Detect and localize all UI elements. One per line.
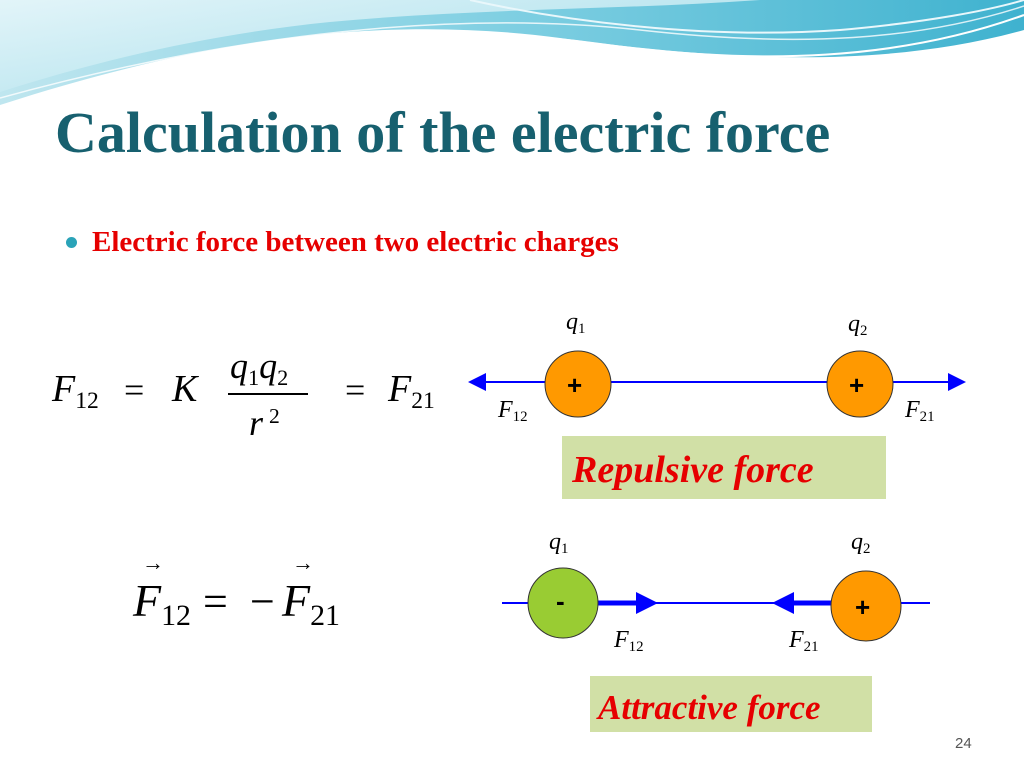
label-f12: F12 [614, 627, 644, 656]
label-q1-subscript: 1 [578, 321, 586, 338]
label-f21-symbol: F [905, 397, 920, 423]
vector-arrow-icon: → [292, 550, 314, 575]
eq-num-q1-subscript: 1 [248, 364, 260, 390]
repulsive-force-label: Repulsive force [562, 436, 886, 499]
vec-equals: = [203, 577, 228, 626]
label-q1-subscript: 1 [561, 541, 569, 558]
triangle-arrowhead-icon [468, 373, 486, 391]
eq-lhs-subscript: 12 [75, 388, 99, 415]
eq-constant: K [172, 368, 198, 410]
label-q2-symbol: q [848, 311, 860, 337]
eq-rhs: F21 [388, 368, 435, 413]
eq-equals: = [124, 370, 145, 410]
label-f12-subscript: 12 [628, 639, 644, 656]
label-q1-symbol: q [566, 309, 578, 335]
charge-sign-negative: - [556, 586, 565, 616]
eq-num-q2: q [259, 346, 278, 386]
eq-den-r: r [249, 403, 264, 443]
circle-charge-icon [826, 350, 894, 418]
eq-equals-2: = [345, 370, 366, 410]
label-q2-subscript: 2 [863, 541, 871, 558]
charge-sign-positive: + [567, 370, 583, 400]
label-q2-subscript: 2 [860, 323, 868, 340]
vec-rhs-symbol: F [282, 575, 311, 626]
label-q2: q2 [851, 529, 871, 558]
page-number: 24 [955, 735, 972, 752]
fraction-bar [228, 393, 308, 395]
label-f12-subscript: 12 [512, 409, 528, 426]
label-q2-symbol: q [851, 529, 863, 555]
attractive-force-label: Attractive force [590, 676, 872, 732]
vector-arrow-icon: → [142, 550, 164, 575]
label-f21: F21 [905, 397, 935, 426]
eq-rhs-subscript: 21 [411, 388, 435, 415]
label-q2: q2 [848, 311, 868, 340]
header-wave-decoration [0, 0, 1024, 113]
vec-lhs-symbol: F [133, 575, 162, 626]
circle-charge-icon [544, 350, 612, 418]
eq-lhs: F12 [52, 368, 99, 413]
label-f21-subscript: 21 [803, 639, 819, 656]
charge-sign-positive: + [855, 592, 871, 622]
slide-title: Calculation of the electric force [55, 100, 831, 165]
charge-sign-positive: + [849, 370, 865, 400]
eq-num-q1: q [230, 346, 248, 386]
eq-den-exponent: 2 [269, 404, 280, 429]
label-f12: F12 [498, 397, 528, 426]
eq-numerator: q1q2 [230, 346, 288, 388]
vec-lhs: F12 [133, 575, 191, 631]
vec-lhs-subscript: 12 [161, 598, 191, 632]
vec-minus: − [250, 577, 275, 626]
eq-rhs-symbol: F [388, 368, 412, 410]
triangle-arrowhead-icon [772, 592, 794, 614]
label-f12-symbol: F [614, 627, 629, 653]
label-f21: F21 [789, 627, 819, 656]
label-f21-subscript: 21 [919, 409, 935, 426]
bullet-text: Electric force between two electric char… [92, 226, 619, 258]
vec-rhs: F21 [282, 575, 340, 631]
vec-rhs-subscript: 21 [310, 598, 340, 632]
label-q1-symbol: q [549, 529, 561, 555]
circle-charge-icon [830, 570, 902, 642]
label-q1: q1 [566, 309, 586, 338]
label-f21-symbol: F [789, 627, 804, 653]
label-f12-symbol: F [498, 397, 513, 423]
triangle-arrowhead-icon [636, 592, 658, 614]
circle-charge-icon [527, 567, 599, 639]
eq-lhs-symbol: F [52, 368, 76, 410]
eq-num-q2-subscript: 2 [277, 364, 289, 390]
circle-bullet-icon [66, 237, 77, 248]
label-q1: q1 [549, 529, 569, 558]
triangle-arrowhead-icon [948, 373, 966, 391]
